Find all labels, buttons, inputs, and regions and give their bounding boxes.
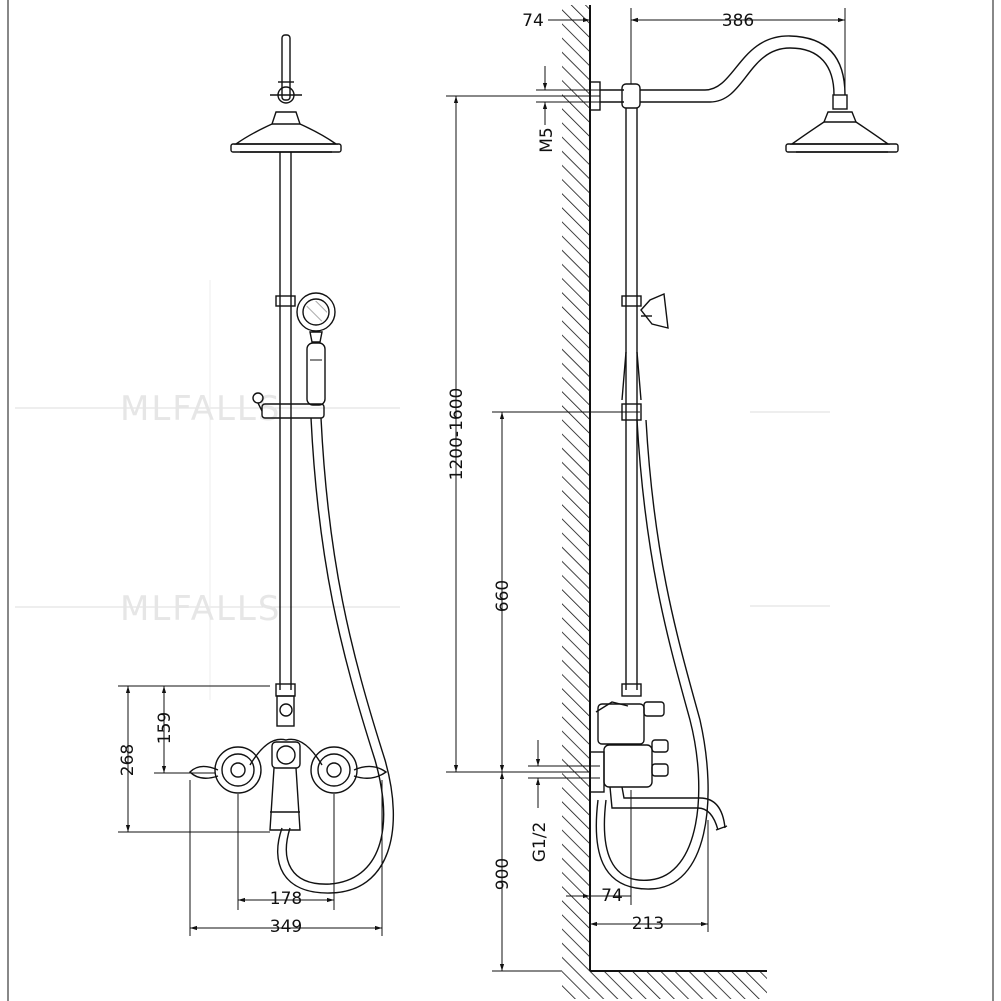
side-view [589,35,899,890]
frame-border [7,0,994,1001]
front-dimensions: 268 159 178 349 [118,685,383,937]
dim-213-label: 213 [632,914,664,934]
side-overhead-shower-head [785,111,899,153]
dim-660-label: 660 [493,580,513,612]
dim-74-bottom-label: 74 [601,886,623,906]
dim-386-label: 386 [722,11,754,31]
side-dimensions: 74 386 M5 1200-1600 660 900 G1/2 74 [446,8,846,972]
dim-178-label: 178 [270,889,302,909]
side-riser-pipe [621,108,642,697]
watermark-layer: MLFALLS MLFALLS [15,280,830,700]
dim-349-label: 349 [270,917,302,937]
dim-m5-label: M5 [537,127,557,152]
front-hose [277,417,395,894]
dim-268-label: 268 [118,744,138,776]
front-view [189,34,395,894]
dim-159-label: 159 [155,712,175,744]
side-hose [595,419,709,890]
front-riser-pipe [275,152,296,697]
side-hand-shower [621,292,669,401]
dim-74-top-label: 74 [522,11,544,31]
wall-section [562,5,767,999]
watermark-text-1: MLFALLS [120,389,281,429]
front-hand-shower [296,292,336,406]
front-overhead-shower-head [230,111,342,153]
dim-g12-label: G1/2 [530,822,550,863]
dim-900-label: 900 [493,858,513,890]
watermark-text-2: MLFALLS [120,589,281,629]
dim-1200-1600-label: 1200-1600 [447,388,467,481]
front-mixer [189,695,388,831]
front-slider-bracket [252,392,325,419]
side-wall-bracket-arm [589,35,848,111]
side-mixer [589,701,728,831]
front-top-rod [270,34,302,104]
